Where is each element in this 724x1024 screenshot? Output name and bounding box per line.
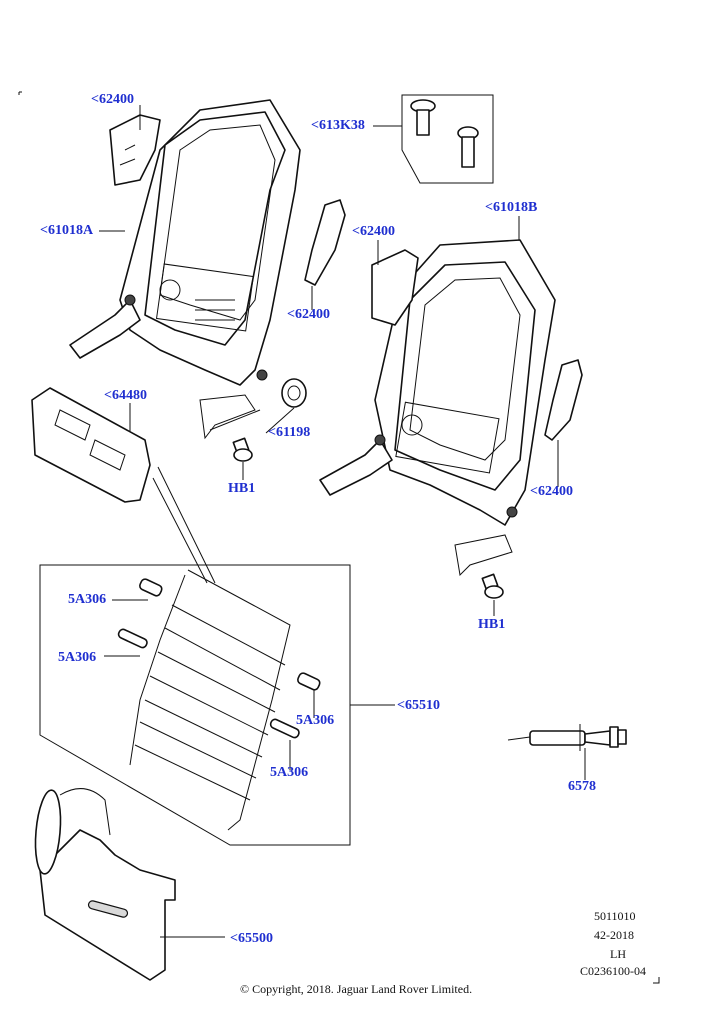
callout-62400-mid-right[interactable]: <62400 — [287, 307, 330, 322]
callout-65510[interactable]: <65510 — [397, 698, 440, 713]
callout-5A306-a[interactable]: 5A306 — [68, 592, 107, 607]
callout-61018B[interactable]: <61018B — [485, 200, 538, 215]
callout-62400-top[interactable]: <62400 — [91, 92, 134, 107]
callout-5A306-c[interactable]: 5A306 — [296, 713, 335, 728]
trim-panel-62400-c — [371, 249, 419, 326]
meta-line-2: 42-2018 — [594, 928, 634, 942]
callout-61198[interactable]: <61198 — [268, 425, 311, 440]
knob-61198 — [281, 378, 307, 408]
callout-65500[interactable]: <65500 — [230, 931, 273, 946]
bolt-hb1-left — [232, 437, 253, 462]
seat-frame-left — [69, 99, 301, 440]
callout-hb1-right[interactable]: HB1 — [478, 617, 506, 632]
back-panel-65500 — [34, 788, 176, 981]
trim-panel-62400-b — [304, 199, 346, 286]
detail-leader — [152, 466, 216, 584]
corner-mark-bottom — [653, 977, 660, 984]
callout-6578[interactable]: 6578 — [568, 779, 596, 794]
callout-64480[interactable]: <64480 — [104, 388, 147, 403]
clips-613K38 — [401, 94, 494, 184]
callout-61018A[interactable]: <61018A — [40, 223, 94, 238]
spring-5A306-a — [139, 578, 163, 597]
copyright-notice: © Copyright, 2018. Jaguar Land Rover Lim… — [240, 982, 473, 996]
bolt-hb1-right — [481, 573, 504, 599]
trim-panel-62400-a — [109, 114, 161, 186]
callout-62400-mid-left[interactable]: <62400 — [352, 224, 395, 239]
callout-62400-right[interactable]: <62400 — [530, 484, 573, 499]
grease-syringe-6578 — [507, 724, 627, 751]
trim-panel-62400-d — [544, 359, 583, 441]
corner-mark — [18, 91, 22, 95]
lumbar-mat-65510 — [129, 569, 291, 831]
meta-line-3: LH — [610, 947, 626, 961]
detail-box-65510 — [39, 564, 351, 846]
seat-frame-right — [319, 239, 556, 577]
callout-hb1-left[interactable]: HB1 — [228, 481, 256, 496]
spring-5A306-d — [269, 718, 300, 739]
callout-5A306-d[interactable]: 5A306 — [270, 765, 309, 780]
meta-line-4: C0236100-04 — [580, 964, 646, 978]
callout-613K38[interactable]: <613K38 — [311, 118, 365, 133]
meta-line-1: 5011010 — [594, 909, 636, 923]
spring-5A306-c — [297, 672, 321, 691]
lumbar-plate-64480 — [31, 387, 151, 503]
callout-5A306-b[interactable]: 5A306 — [58, 650, 97, 665]
spring-5A306-b — [117, 628, 148, 649]
